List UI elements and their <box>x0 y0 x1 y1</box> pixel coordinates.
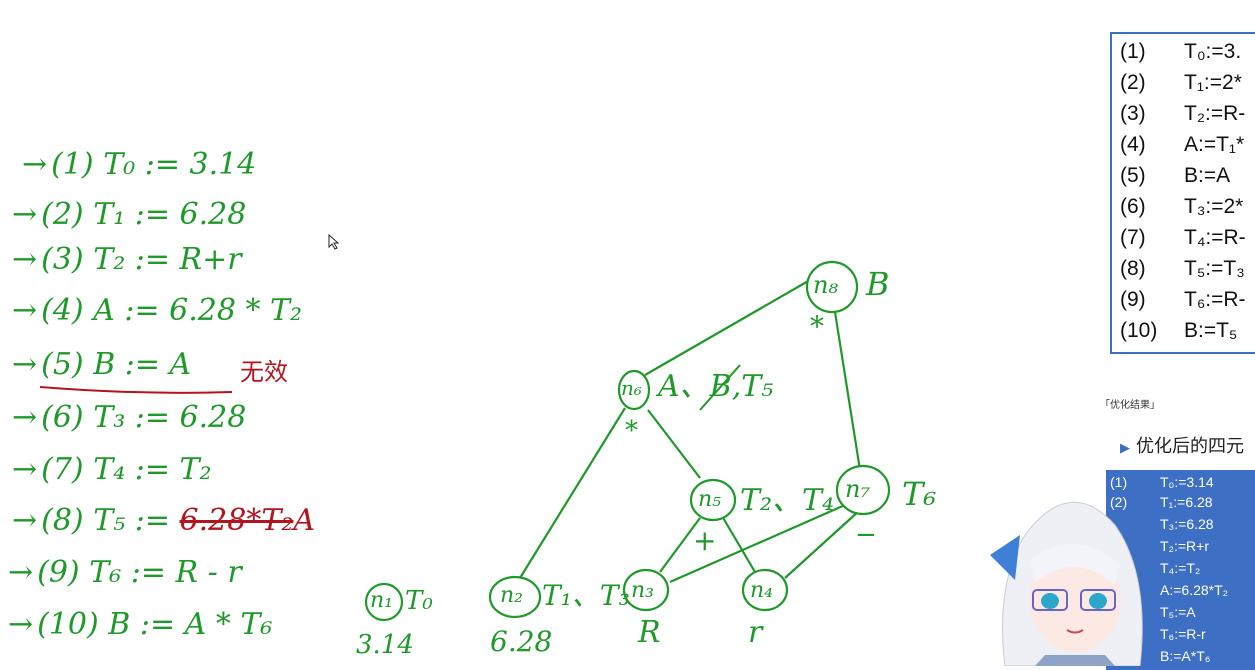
n6-name: n₆ <box>621 376 642 400</box>
q-row-4: (4)A:=T₁* <box>1120 133 1245 156</box>
n6-label: A、B,T₅ <box>658 369 774 404</box>
n6-op: * <box>625 416 638 446</box>
o-row-9: B:=A*T₆ <box>1160 648 1211 664</box>
avatar-eye-right <box>1089 593 1107 609</box>
avatar-collar <box>1035 655 1115 666</box>
q-row-8: (8)T₅:=T₃ <box>1120 257 1245 280</box>
edge-n5-n3 <box>659 517 701 573</box>
n1-name: n₁ <box>370 588 393 613</box>
line-8-struck: 6.28*T₂ <box>179 503 294 538</box>
edge-n6-n5 <box>647 409 701 479</box>
invalid-note: 无效 <box>240 358 288 386</box>
n8-label: B <box>866 265 890 303</box>
line-3: →(3) T₂ := R+r <box>12 242 242 277</box>
q-row-2: (2)T₁:=2* <box>1120 71 1242 94</box>
n4-leaf: r <box>748 615 763 650</box>
q-row-9: (9)T₆:=R- <box>1120 288 1246 311</box>
line-10: →(10) B := A * T₆ <box>8 607 273 642</box>
node-n3 <box>622 568 670 612</box>
q-row-7: (7)T₄:=R- <box>1120 226 1246 249</box>
o-row-8: T₆:=R-r <box>1160 626 1206 642</box>
quadruple-panel: (1)T₀:=3. (2)T₁:=2* (3)T₂:=R- (4)A:=T₁* … <box>1110 32 1255 354</box>
line-7: →(7) T₄ := T₂ <box>12 452 212 487</box>
n4-name: n₄ <box>750 578 773 603</box>
edge-n7-n4 <box>784 509 861 579</box>
node-n4 <box>741 568 789 612</box>
q-row-3: (3)T₂:=R- <box>1120 102 1246 125</box>
node-n1 <box>364 582 404 622</box>
n7-name: n₇ <box>845 475 871 503</box>
n2-leaf: 6.28 <box>490 625 553 658</box>
cursor-icon <box>328 233 340 250</box>
n2-label: T₁、T₃ <box>542 579 630 612</box>
avatar-eye-left <box>1041 593 1059 609</box>
node-n6 <box>617 369 651 411</box>
node-n7 <box>835 464 891 516</box>
line-6: →(6) T₃ := 6.28 <box>12 400 247 435</box>
o-row-1: (1)T₀:=3.14 <box>1110 474 1214 490</box>
q-row-1: (1)T₀:=3. <box>1120 40 1242 63</box>
avatar-mouth <box>1066 629 1084 634</box>
edge-n6-n2 <box>519 407 626 579</box>
n7-label: T₆ <box>902 475 937 513</box>
o-row-3: T₃:=6.28 <box>1160 516 1214 532</box>
node-n5 <box>689 478 737 522</box>
edge-n5-n4 <box>721 515 756 573</box>
n3-name: n₃ <box>631 578 654 603</box>
n8-op: * <box>810 310 824 343</box>
n7-op: − <box>855 520 877 550</box>
q-row-6: (6)T₃:=2* <box>1120 195 1244 218</box>
result-tag: 「优化结果」 <box>1100 400 1160 411</box>
avatar-face <box>1029 548 1121 652</box>
line-1: →(1) T₀ := 3.14 <box>22 147 257 182</box>
o-row-6: A:=6.28*T₂ <box>1160 582 1229 598</box>
o-row-5: T₄:=T₂ <box>1160 560 1201 576</box>
avatar-hair-ribbon <box>990 535 1020 580</box>
node-n8 <box>805 260 859 314</box>
avatar <box>990 501 1143 666</box>
line-8-replacement: A <box>293 503 316 538</box>
n5-label: T₂、T₄ <box>740 483 835 518</box>
line-4: →(4) A := 6.28 * T₂ <box>12 293 303 328</box>
line-8: →(8) T₅ := 6.28*T₂A <box>12 503 316 538</box>
q-row-10: (10)B:=T₅ <box>1120 319 1238 342</box>
line-5: →(5) B := A <box>12 347 192 382</box>
n1-leaf: 3.14 <box>356 630 414 660</box>
n8-name: n₈ <box>813 271 839 299</box>
avatar-glasses-left <box>1032 589 1068 611</box>
bullet-triangle-icon: ▶ <box>1120 441 1130 456</box>
edge-n8-n6 <box>644 279 811 376</box>
avatar-bangs <box>1030 543 1120 585</box>
invalid-underline <box>39 386 233 394</box>
q-row-5: (5)B:=A <box>1120 164 1231 187</box>
node-n2 <box>488 575 542 619</box>
dag-nodes <box>364 260 891 622</box>
edge-n7-n3 <box>669 503 846 584</box>
o-row-7: T₅:=A <box>1160 604 1196 620</box>
n5-op: + <box>693 524 717 557</box>
n3-leaf: R <box>638 615 661 650</box>
optimized-subtitle: ▶优化后的四元 <box>1120 436 1244 457</box>
line-9: →(9) T₆ := R - r <box>8 555 242 590</box>
n6-strike <box>699 364 741 411</box>
n2-name: n₂ <box>500 583 523 608</box>
avatar-glasses-right <box>1080 589 1116 611</box>
n1-label: T₀ <box>405 586 433 616</box>
edge-n8-n7 <box>833 311 862 471</box>
o-row-2: (2)T₁:=6.28 <box>1110 494 1213 510</box>
dag-edges <box>519 279 862 584</box>
line-2: →(2) T₁ := 6.28 <box>12 197 247 232</box>
n5-name: n₅ <box>698 487 721 512</box>
o-row-4: T₂:=R+r <box>1160 538 1209 554</box>
